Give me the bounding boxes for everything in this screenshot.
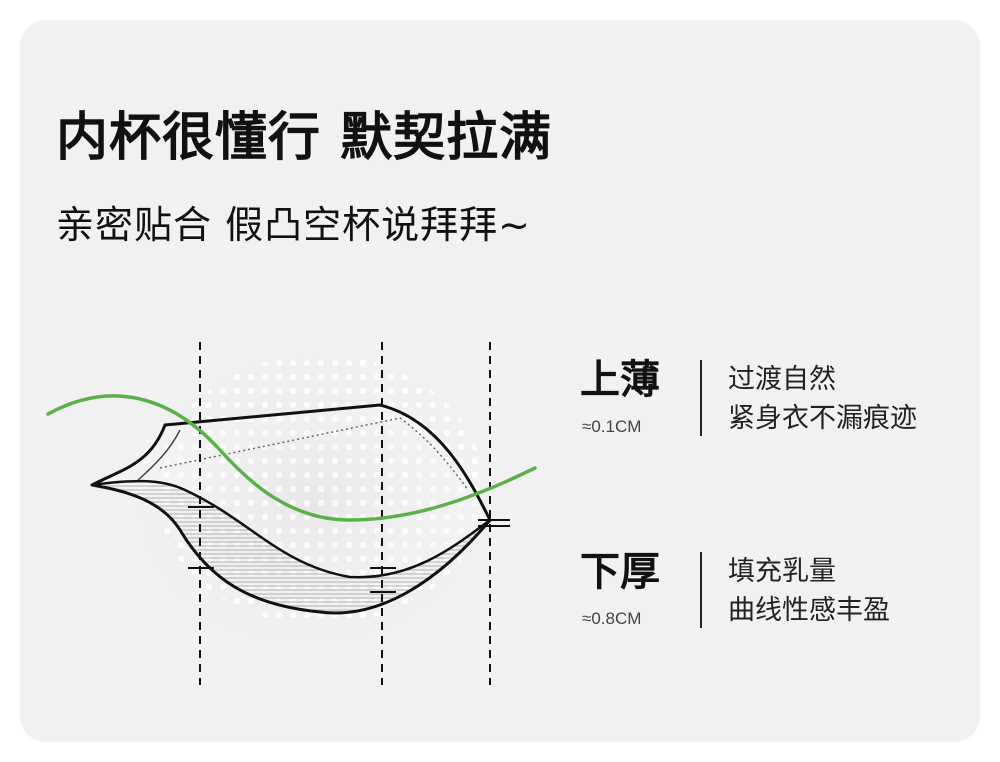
cup-outline (90, 403, 492, 615)
spec-top-thin: 上薄 ≈0.1CM 过渡自然 紧身衣不漏痕迹 (580, 358, 960, 438)
cup-padding-hatch (92, 481, 490, 614)
headline: 内杯很懂行 默契拉满 (56, 108, 553, 168)
body-contour-curve (46, 394, 537, 522)
cup-inner-line (91, 479, 491, 579)
spec-bottom-title: 下厚 (580, 549, 660, 595)
cup-cross-section-illustration (46, 340, 537, 685)
info-card: 内杯很懂行 默契拉满 亲密贴合 假凸空杯说拜拜~ (20, 20, 980, 742)
spec-top-thickness: ≈0.1CM (582, 417, 642, 436)
spec-top-title: 上薄 (580, 357, 660, 403)
subline: 亲密贴合 假凸空杯说拜拜~ (56, 203, 531, 247)
spec-bottom-divider (700, 552, 702, 628)
spec-bottom-desc-line1: 填充乳量 (728, 556, 836, 587)
spec-top-desc-line1: 过渡自然 (728, 364, 836, 395)
spec-top-description: 过渡自然 紧身衣不漏痕迹 (728, 360, 917, 438)
spec-bottom-thickness: ≈0.8CM (582, 609, 642, 628)
spec-bottom-thick: 下厚 ≈0.8CM 填充乳量 曲线性感丰盈 (580, 550, 960, 630)
thickness-ticks (188, 506, 510, 593)
spec-top-divider (700, 360, 702, 436)
cup-edge-fold (137, 429, 181, 481)
spec-bottom-description: 填充乳量 曲线性感丰盈 (728, 552, 890, 630)
spec-top-desc-line2: 紧身衣不漏痕迹 (728, 403, 917, 434)
spec-bottom-desc-line2: 曲线性感丰盈 (728, 595, 890, 626)
